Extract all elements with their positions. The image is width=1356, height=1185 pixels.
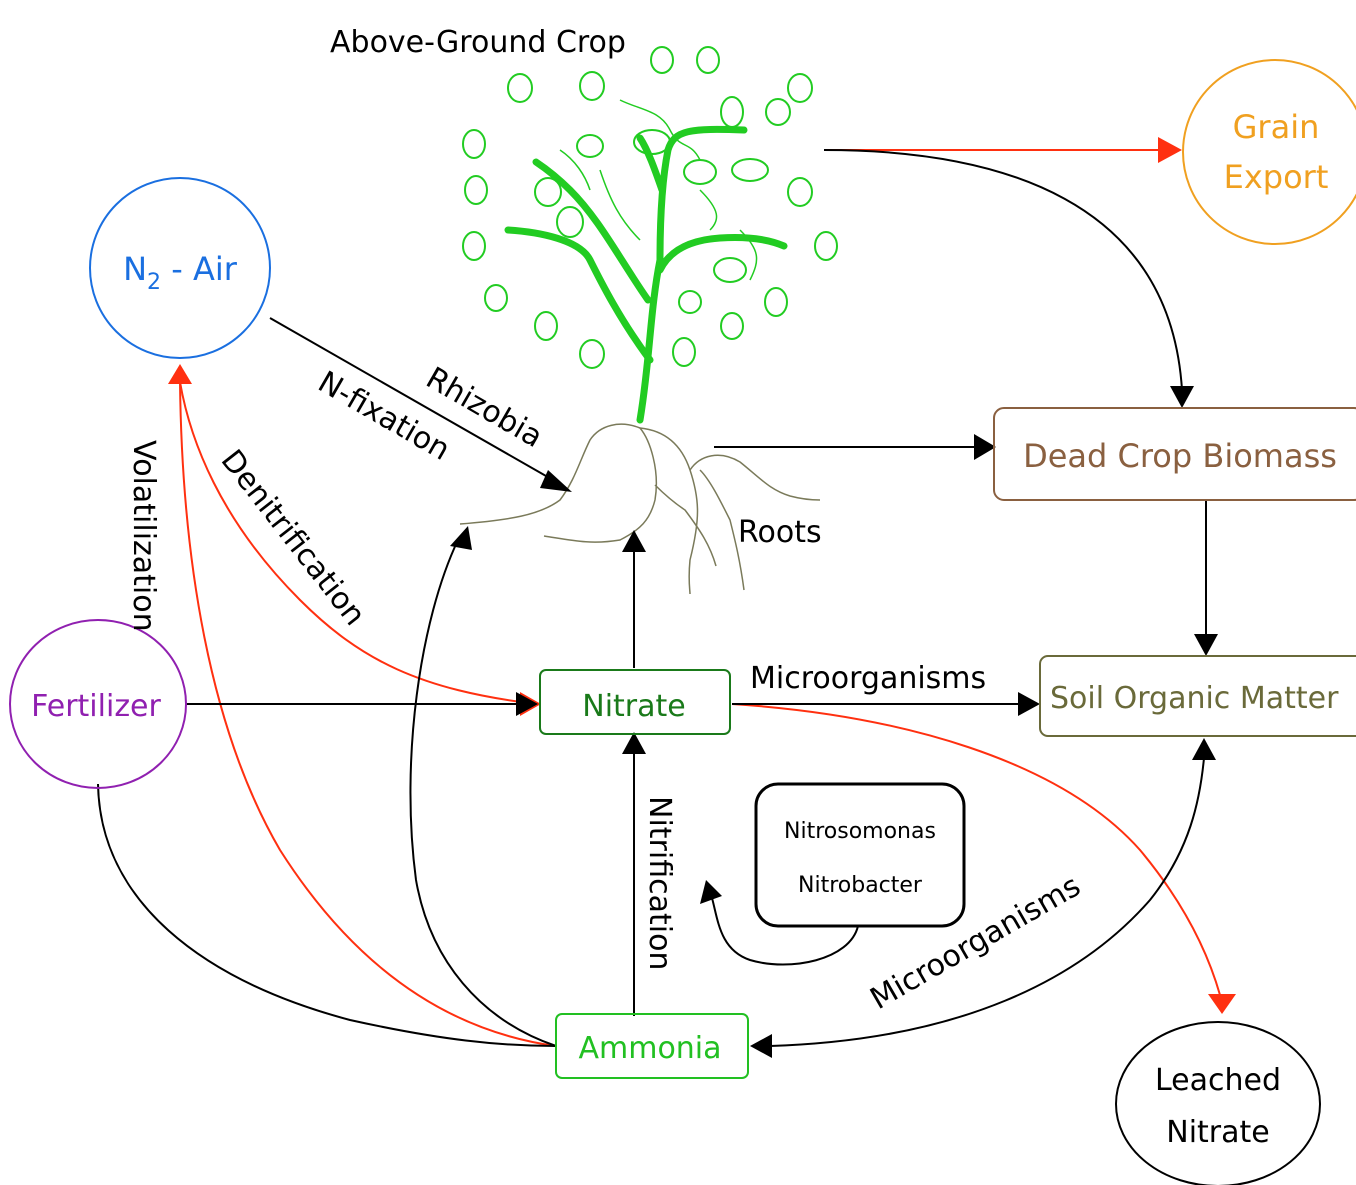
denitrification-arrow xyxy=(179,381,537,705)
bacteria-label-2: Nitrobacter xyxy=(798,873,923,898)
bacteria-label-1: Nitrosomonas xyxy=(784,819,936,844)
node-leached-nitrate: Leached Nitrate xyxy=(1115,1021,1321,1185)
node-nitrate: Nitrate xyxy=(539,669,731,735)
node-bacteria: Nitrosomonas Nitrobacter xyxy=(754,782,966,928)
air-rest-label: - Air xyxy=(161,250,238,288)
roots-label: Roots xyxy=(738,515,822,550)
roots-drawing xyxy=(459,423,821,595)
dead-label: Dead Crop Biomass xyxy=(1023,437,1337,475)
denitrification-label: Denitrification xyxy=(214,443,372,632)
leaching-arrow xyxy=(731,703,1221,996)
node-n2-air: N2 - Air xyxy=(89,177,271,359)
som-ammonia-arrow xyxy=(769,757,1205,1047)
air-sub-label: 2 xyxy=(147,270,161,295)
crop-to-dead-arrow xyxy=(823,149,1183,391)
node-dead-crop-biomass: Dead Crop Biomass xyxy=(993,407,1356,501)
black-flow-arrows xyxy=(97,149,1207,1047)
grain-label-2: Export xyxy=(1224,158,1329,196)
nfixation-arrow xyxy=(269,317,561,485)
fertilizer-label: Fertilizer xyxy=(31,689,161,724)
crop-label: Above-Ground Crop xyxy=(330,25,626,60)
som-label: Soil Organic Matter xyxy=(1050,681,1339,716)
black-arrowheads xyxy=(450,386,1218,1058)
red-loss-arrows xyxy=(179,149,1221,1047)
ammonia-label: Ammonia xyxy=(578,1031,721,1066)
leached-label-1: Leached xyxy=(1155,1063,1281,1098)
crop-plant xyxy=(462,46,838,424)
bacteria-to-nitrification-arrow xyxy=(711,897,859,966)
volatilization-arrow xyxy=(179,381,557,1047)
fertilizer-to-ammonia-arrow xyxy=(97,783,557,1047)
grain-label-1: Grain xyxy=(1233,108,1320,146)
node-fertilizer: Fertilizer xyxy=(9,619,187,789)
nitrification-label: Nitrification xyxy=(642,796,677,970)
leached-label-2: Nitrate xyxy=(1166,1115,1269,1150)
microorganisms-top-label: Microorganisms xyxy=(750,661,986,696)
volatilization-label: Volatilization xyxy=(126,440,161,632)
svg-text:N2 - Air: N2 - Air xyxy=(123,250,238,295)
ammonia-to-roots-arrow xyxy=(409,539,557,1047)
node-ammonia: Ammonia xyxy=(555,1013,749,1079)
node-soil-organic-matter: Soil Organic Matter xyxy=(1039,655,1356,737)
node-grain-export: Grain Export xyxy=(1182,59,1356,245)
air-n-label: N xyxy=(123,250,147,288)
nitrate-label: Nitrate xyxy=(582,689,685,724)
